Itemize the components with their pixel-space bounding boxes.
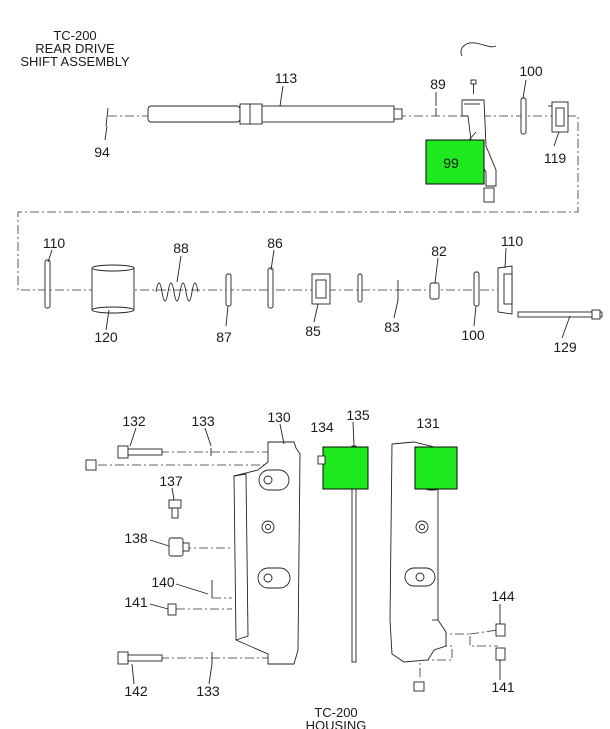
svg-text:REAR DRIVE: REAR DRIVE [35, 41, 115, 56]
callout-88: 88 [173, 240, 189, 256]
callout-138: 138 [124, 530, 148, 546]
callout-130: 130 [267, 409, 291, 425]
part-141-plug-left[interactable] [167, 603, 177, 616]
small-screw[interactable] [470, 79, 477, 94]
assembly-lines-lower [98, 451, 499, 678]
part-142-bolt[interactable] [117, 651, 163, 665]
callout-99: 99 [443, 155, 459, 171]
callout-100-top: 100 [519, 63, 543, 79]
part-87-pin[interactable] [225, 273, 232, 307]
callout-83: 83 [384, 319, 400, 335]
part-94-ring[interactable] [105, 107, 109, 127]
assembly-line-upper [17, 115, 579, 291]
shift-assembly-title: TC-200 REAR DRIVE SHIFT ASSEMBLY [20, 28, 130, 69]
hotspot-135[interactable] [322, 446, 369, 490]
part-88-spring[interactable] [155, 282, 199, 302]
part-132-bolt[interactable] [117, 445, 163, 459]
callout-87: 87 [216, 329, 232, 345]
part-130-housing-half[interactable] [233, 441, 301, 665]
callout-140: 140 [151, 574, 175, 590]
housing-title: TC-200 HOUSING [306, 705, 367, 729]
callout-85: 85 [305, 323, 321, 339]
callout-110-right: 110 [501, 233, 524, 249]
part-110-collar-left[interactable] [44, 259, 51, 309]
callout-119: 119 [544, 150, 567, 166]
callout-86: 86 [267, 235, 283, 251]
part-119-bushing[interactable] [548, 101, 569, 133]
part-137-fitting[interactable] [168, 499, 182, 519]
small-pin[interactable] [357, 273, 363, 303]
svg-text:SHIFT ASSEMBLY: SHIFT ASSEMBLY [20, 54, 130, 69]
callout-141-right: 141 [491, 679, 515, 695]
callout-129: 129 [553, 339, 577, 355]
part-110-collar-right[interactable] [497, 265, 513, 315]
callout-100-bottom: 100 [461, 327, 485, 343]
hotspot-99[interactable]: 99 [425, 139, 485, 185]
callout-141-left: 141 [124, 594, 148, 610]
callout-132: 132 [122, 413, 146, 429]
part-86-pin[interactable] [267, 267, 274, 309]
svg-text:TC-200: TC-200 [314, 705, 357, 720]
hotspot-131[interactable] [414, 446, 458, 490]
plug-bottom[interactable] [413, 681, 425, 692]
bolt-head [591, 309, 601, 320]
part-82-nut[interactable] [429, 282, 440, 300]
hook-spring[interactable] [460, 42, 497, 57]
svg-text:TC-200: TC-200 [53, 28, 96, 43]
part-100-pin-top[interactable] [520, 97, 527, 135]
callout-110-left: 110 [43, 235, 66, 251]
callout-82: 82 [431, 243, 447, 259]
svg-text:HOUSING: HOUSING [306, 718, 367, 729]
callout-89: 89 [430, 76, 446, 92]
callout-120: 120 [94, 329, 118, 345]
callout-142: 142 [124, 683, 148, 699]
part-85-bushing[interactable] [311, 273, 331, 305]
callout-144: 144 [491, 588, 515, 604]
callout-137: 137 [159, 473, 183, 489]
callout-134: 134 [310, 419, 334, 435]
callout-113: 113 [275, 70, 298, 86]
part-129-bolt[interactable] [517, 311, 603, 318]
callout-133-bottom: 133 [196, 683, 220, 699]
part-120-sleeve[interactable] [91, 264, 135, 314]
part-100-pin-bottom[interactable] [473, 271, 480, 307]
nut-left-upper[interactable] [85, 459, 97, 471]
callout-133-top: 133 [191, 413, 215, 429]
part-113-shaft[interactable] [147, 103, 403, 125]
leader-lines-lower [129, 421, 501, 685]
callout-135: 135 [346, 407, 370, 423]
part-144-plug[interactable] [495, 623, 506, 637]
part-141-plug-right[interactable] [495, 647, 506, 661]
callout-94: 94 [94, 144, 110, 160]
callout-131: 131 [416, 415, 440, 431]
part-138-fitting[interactable] [168, 537, 190, 557]
part-134-plug[interactable] [317, 455, 326, 465]
